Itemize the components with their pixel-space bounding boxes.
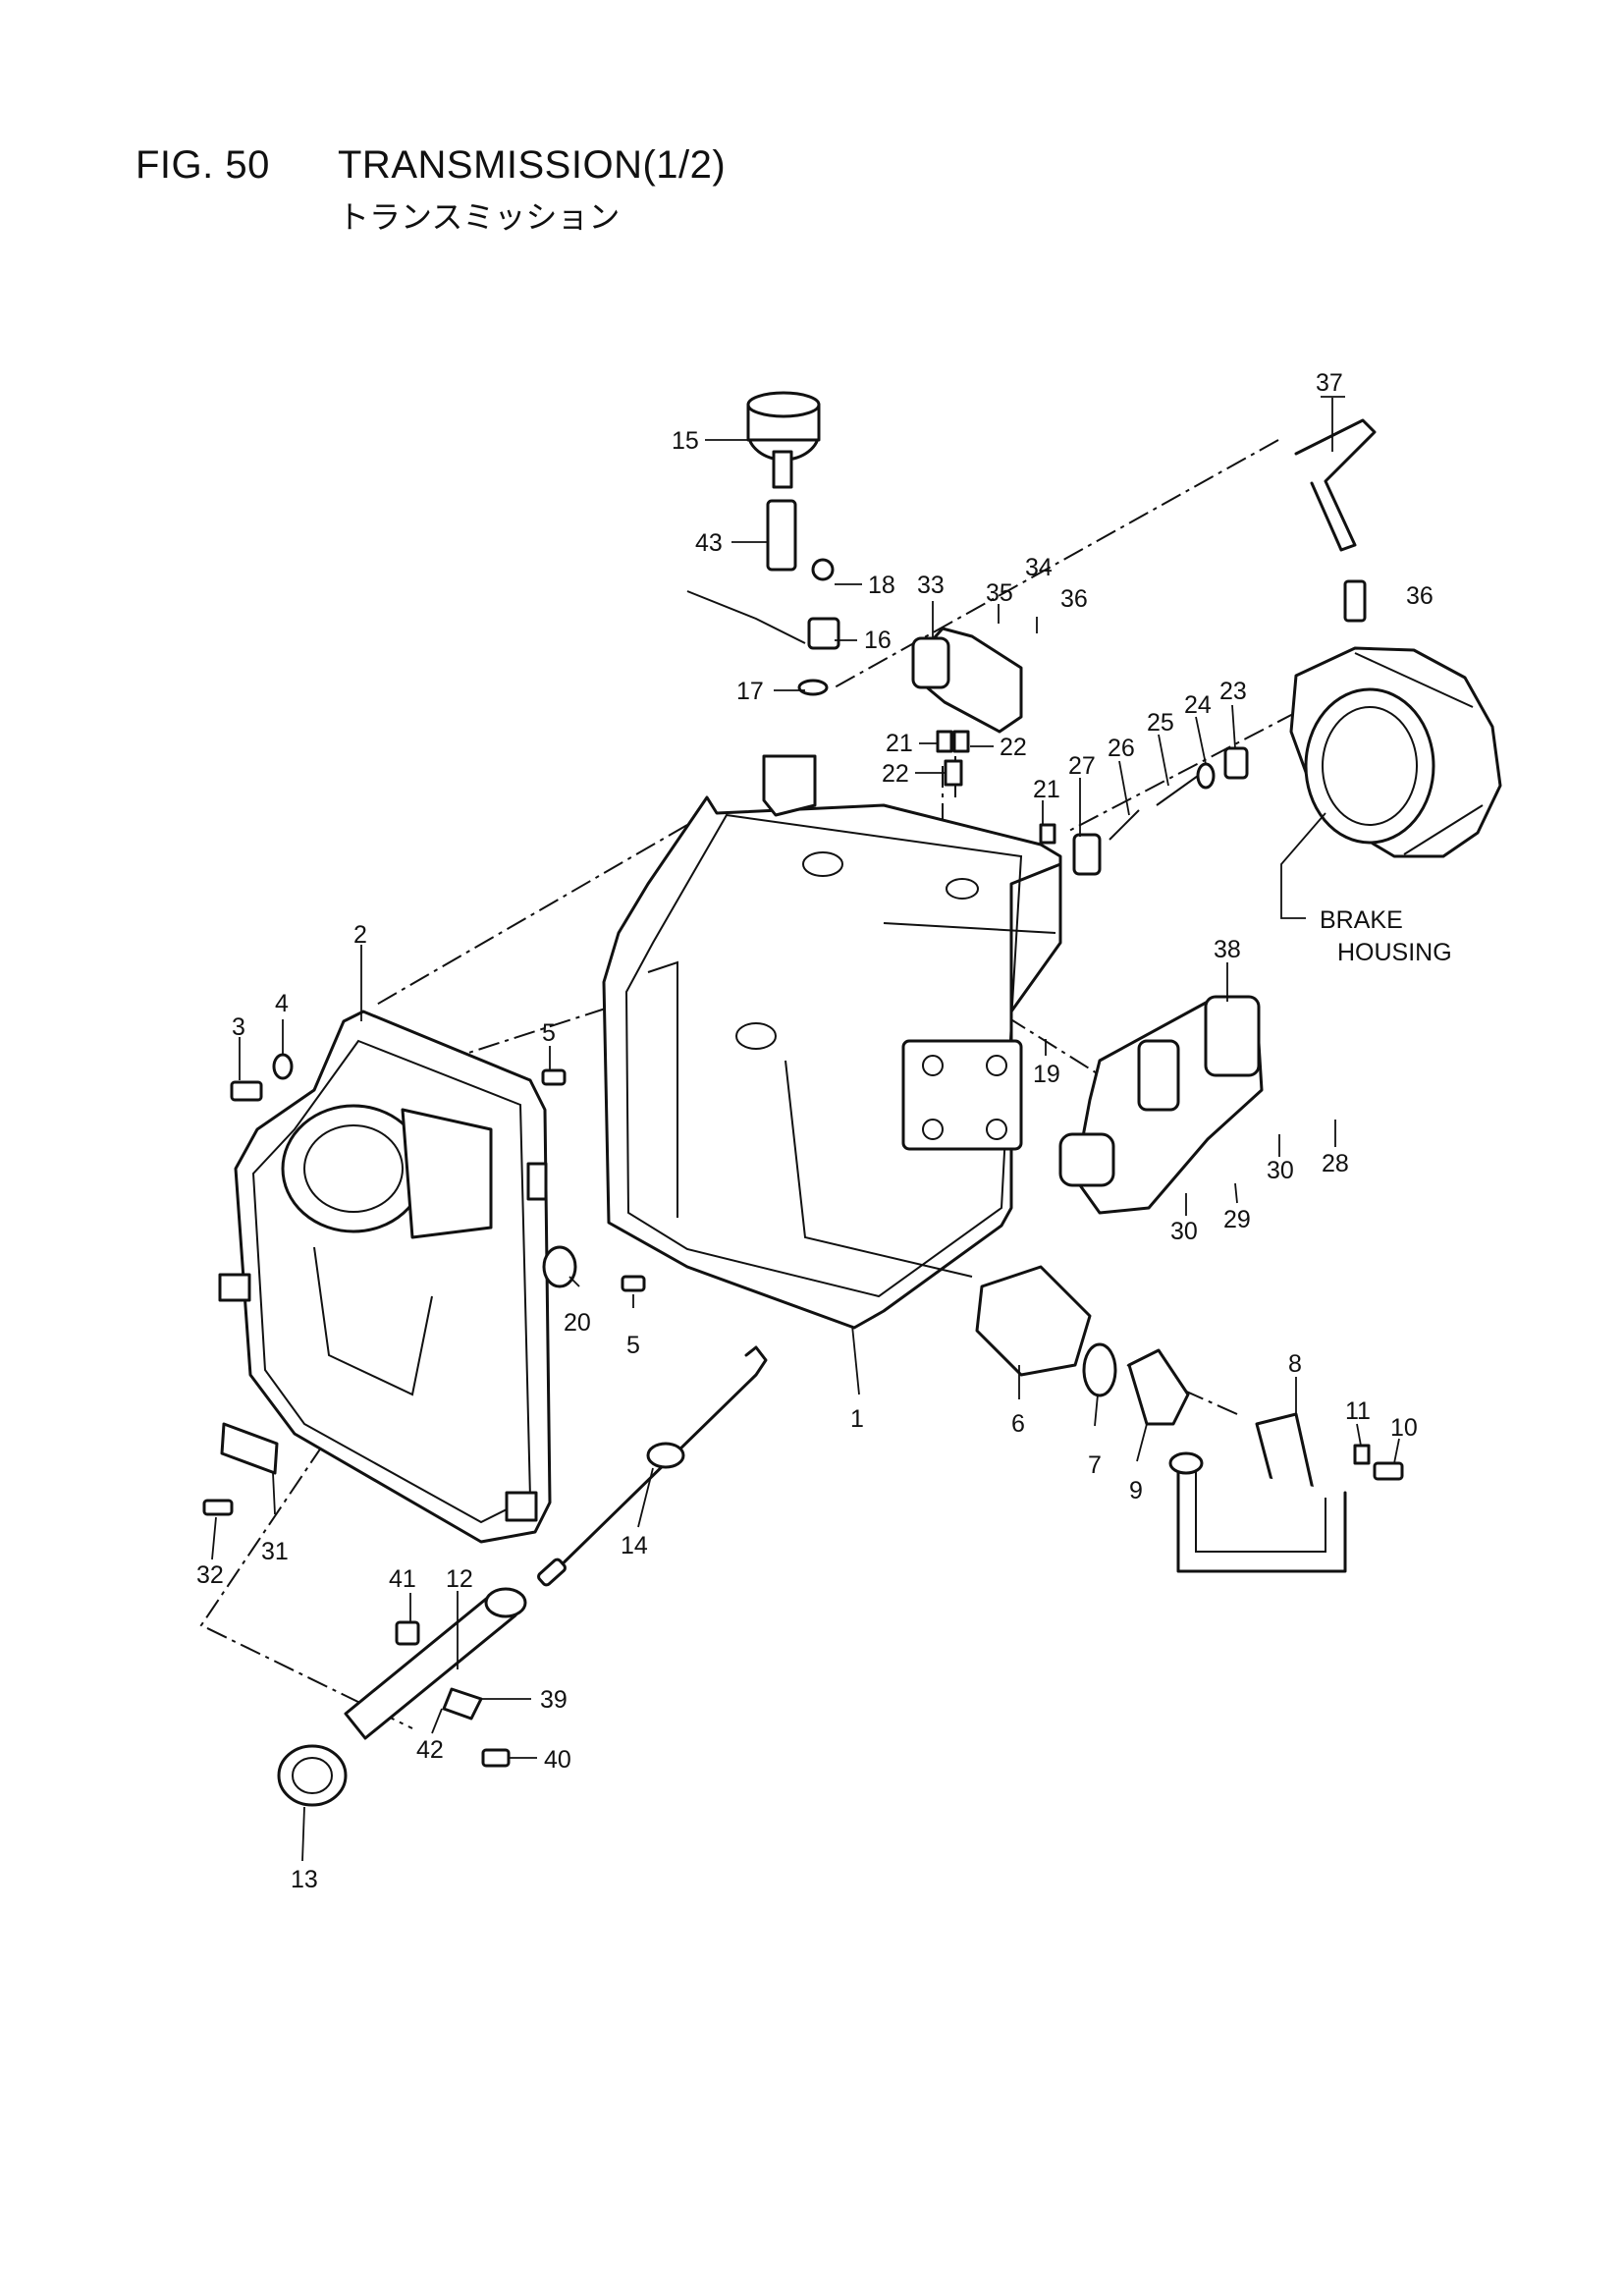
callout-43: 43 [695,529,723,557]
callout-21-lower: 21 [1033,776,1060,803]
callout-15: 15 [672,427,699,455]
callout-leaders [211,396,1400,1862]
callout-25: 25 [1147,709,1174,737]
sensor-assembly [686,391,840,696]
brake-housing-label-line1: BRAKE [1320,906,1403,934]
callout-7: 7 [1088,1451,1102,1479]
callout-18: 18 [868,572,895,599]
callout-23: 23 [1219,678,1247,705]
transmission-case [602,754,1062,1330]
callout-31: 31 [261,1538,289,1565]
callout-36-left: 36 [1060,585,1088,613]
brake-housing-label-line2: HOUSING [1337,939,1452,966]
valve-small-parts [936,730,1249,876]
callout-12: 12 [446,1565,473,1593]
callout-24: 24 [1184,691,1212,719]
callout-17: 17 [736,678,764,705]
callout-labels: 1 2 3 4 5 5 6 7 8 9 10 11 12 13 14 15 16… [196,369,1452,1893]
callout-21-upper: 21 [886,730,913,757]
strainer-and-pipe [975,1265,1404,1573]
callout-29: 29 [1223,1206,1251,1233]
solenoid-valve-block [911,627,1023,734]
figure-subtitle: トランスミッション [338,198,621,236]
callout-28: 28 [1322,1150,1349,1177]
brake-housing [1289,646,1502,858]
hose-line [1294,418,1377,623]
valve-assembly [1058,995,1264,1215]
callout-40: 40 [544,1746,571,1774]
callout-6: 6 [1011,1410,1025,1438]
callout-16: 16 [864,627,892,654]
callout-11: 11 [1345,1397,1371,1425]
callout-1: 1 [850,1405,864,1433]
callout-9: 9 [1129,1477,1143,1504]
callout-5-lower: 5 [626,1332,640,1359]
callout-22-lower: 22 [882,760,909,788]
callout-42: 42 [416,1736,444,1764]
callout-3: 3 [232,1013,245,1041]
callout-30-upper: 30 [1267,1157,1294,1184]
callout-30-lower: 30 [1170,1218,1198,1245]
callout-37: 37 [1316,369,1343,397]
callout-19: 19 [1033,1061,1060,1088]
callout-8: 8 [1288,1350,1302,1378]
filler-tube-assembly [277,1587,527,1807]
callout-22-upper: 22 [1000,734,1027,761]
callout-36-right: 36 [1406,582,1434,610]
callout-2: 2 [353,921,367,949]
figure-title: TRANSMISSION(1/2) [338,143,727,187]
callout-5-upper: 5 [542,1019,556,1047]
callout-20: 20 [564,1309,591,1337]
callout-34: 34 [1025,554,1053,581]
dipstick [537,1345,768,1587]
callout-33: 33 [917,572,945,599]
callout-32: 32 [196,1561,224,1589]
callout-27: 27 [1068,752,1096,780]
callout-35: 35 [986,579,1013,607]
left-fasteners [202,1053,646,1516]
callout-26: 26 [1108,735,1135,762]
callout-38: 38 [1214,936,1241,963]
callout-10: 10 [1390,1414,1418,1442]
callout-4: 4 [275,990,289,1017]
callout-39: 39 [540,1686,568,1714]
callout-14: 14 [621,1532,648,1559]
callout-41: 41 [389,1565,416,1593]
figure-number: FIG. 50 [135,143,270,187]
front-housing-cover [218,1010,552,1544]
callout-13: 13 [291,1866,318,1893]
